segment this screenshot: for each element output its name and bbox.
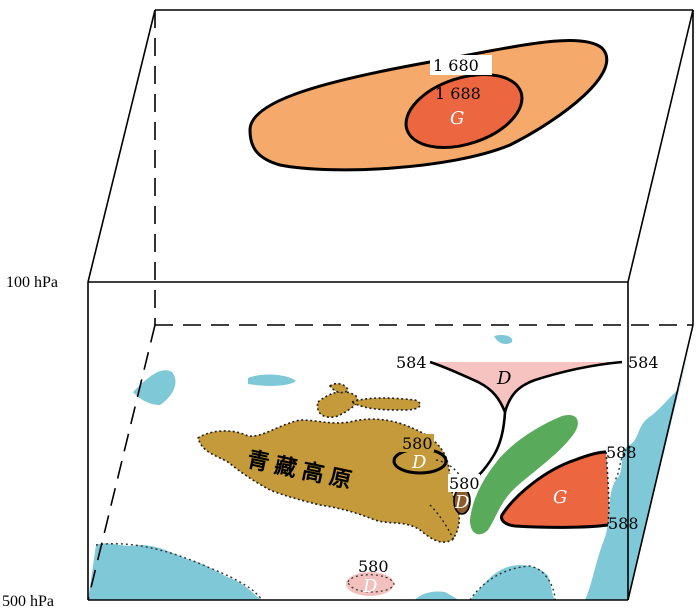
label-bg-1680 [430,55,492,75]
upper-left-edge [87,9,156,283]
trough-584-contour [429,360,623,416]
low-580-bottom [346,572,394,596]
high-center-g: G [553,487,567,508]
label-bg-580-small [448,474,480,492]
sea-left-top [133,370,176,405]
sea-island-top [248,374,296,386]
sea-bottom-middle-2 [415,591,458,600]
low-580-small-center-d: D [454,492,470,513]
upper-right-edge [627,9,694,283]
high-label-bottom-588: 588 [608,514,639,533]
plateau-arm-3 [328,382,349,394]
lower-right-edge [627,324,694,601]
high-label-top-588: 588 [606,443,637,462]
sea-bottom-middle [470,565,555,600]
upper-contour-1688 [404,73,524,149]
upper-level-plane: 1 680 1 688 G [87,9,694,325]
low-580-bottom-center-d: D [362,576,378,597]
contour-label-1680: 1 680 [433,56,479,75]
low-580-bottom-dotted [347,574,395,593]
tibetan-plateau [197,418,461,543]
low-580-plateau-value: 580 [402,434,433,453]
upper-high-center-g: G [450,108,464,129]
trough-axis-line [477,411,507,477]
level-label-500hpa: 500 hPa [2,593,54,610]
low-580-small-value: 580 [449,474,480,493]
plateau-arm-1 [316,390,359,418]
trough-center-d: D [496,368,512,389]
contour-label-1688: 1 688 [435,84,481,103]
sea-small-top [494,334,513,344]
sea-east [585,345,690,600]
high-588-region [501,452,609,528]
green-band [470,414,578,535]
plateau-arm-2 [350,397,421,411]
sea-bottom-left [88,543,262,600]
sea-east-island [635,506,647,530]
coastline-dotted [95,445,631,601]
trough-584-region [430,362,622,410]
lower-level-plane: 青藏高原 584 584 D 580 D 580 D 588 588 G 580… [87,282,694,601]
level-label-100hpa: 100 hPa [6,274,58,291]
plateau-dotted-east [429,459,463,541]
low-580-plateau-center-d: D [411,452,427,473]
trough-label-right-584: 584 [628,353,659,372]
lower-left-edge-dashed [87,324,156,601]
label-bg-580-plateau [400,434,434,452]
high-588-contour [500,450,609,529]
trough-label-left-584: 584 [396,353,427,372]
low-580-bottom-value: 580 [358,557,389,576]
